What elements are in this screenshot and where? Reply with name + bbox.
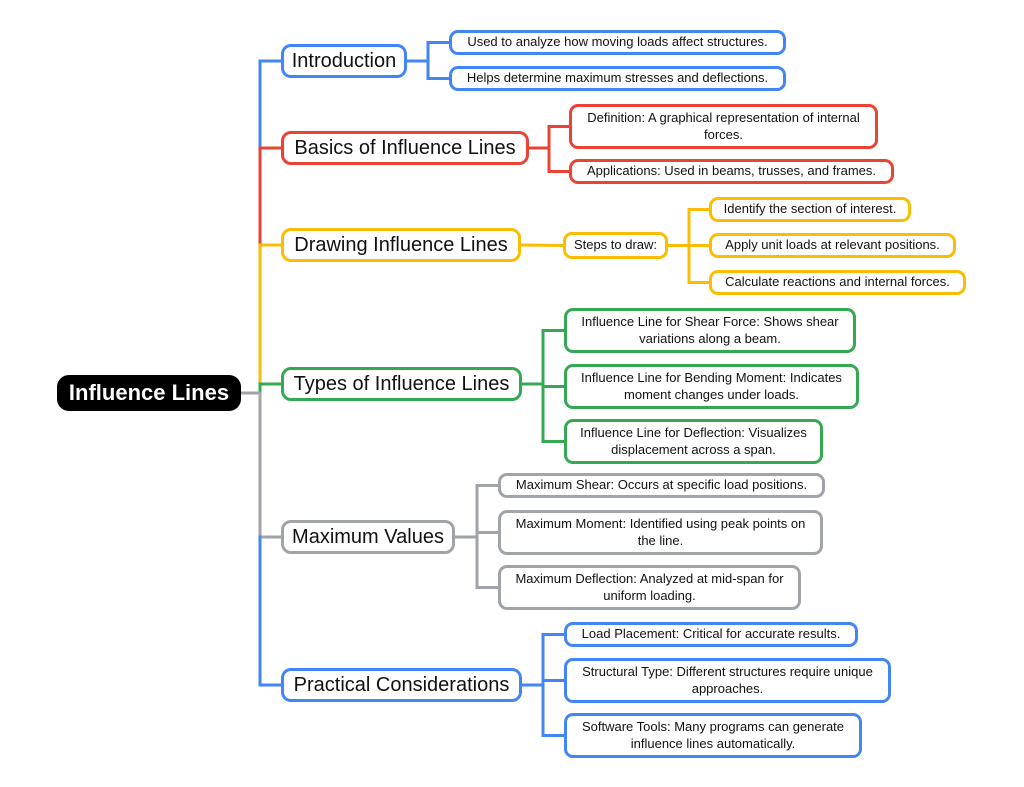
leaf-label: Software Tools: Many programs can genera…: [581, 719, 845, 751]
branch-label: Maximum Values: [292, 525, 444, 548]
branch-label: Basics of Influence Lines: [294, 136, 516, 159]
leaf-node[interactable]: Maximum Moment: Identified using peak po…: [498, 510, 823, 555]
root-label: Influence Lines: [68, 380, 230, 406]
branch-label: Types of Influence Lines: [293, 372, 510, 395]
branch-drawing-influence-lines[interactable]: Drawing Influence Lines: [281, 228, 521, 262]
branch-label: Introduction: [291, 49, 397, 72]
branch-practical-considerations[interactable]: Practical Considerations: [281, 668, 522, 702]
leaf-node[interactable]: Helps determine maximum stresses and def…: [449, 66, 786, 91]
leaf-node[interactable]: Maximum Shear: Occurs at specific load p…: [498, 473, 825, 498]
leaf-label: Calculate reactions and internal forces.: [725, 274, 950, 290]
leaf-node[interactable]: Applications: Used in beams, trusses, an…: [569, 159, 894, 184]
leaf-node[interactable]: Definition: A graphical representation o…: [569, 104, 878, 149]
child-connector: [519, 243, 565, 248]
leaf-node[interactable]: Influence Line for Shear Force: Shows sh…: [564, 308, 856, 353]
leaf-label: Maximum Deflection: Analyzed at mid-span…: [515, 571, 784, 603]
leaf-label: Helps determine maximum stresses and def…: [466, 70, 769, 86]
leaf-label: Structural Type: Different structures re…: [582, 664, 873, 696]
leaf-node[interactable]: Structural Type: Different structures re…: [564, 658, 891, 703]
branch-types-of-influence-lines[interactable]: Types of Influence Lines: [281, 367, 522, 401]
leaf-node[interactable]: Influence Line for Deflection: Visualize…: [564, 419, 823, 464]
leaf-label: Influence Line for Deflection: Visualize…: [580, 425, 807, 457]
branch-label: Drawing Influence Lines: [294, 233, 508, 256]
root-node[interactable]: Influence Lines: [57, 375, 241, 411]
branch-basics-of-influence-lines[interactable]: Basics of Influence Lines: [281, 131, 529, 165]
leaf-node[interactable]: Apply unit loads at relevant positions.: [709, 233, 956, 258]
leaf-label: Maximum Shear: Occurs at specific load p…: [515, 477, 808, 493]
leaf-node[interactable]: Maximum Deflection: Analyzed at mid-span…: [498, 565, 801, 610]
leaf-label: Influence Line for Bending Moment: Indic…: [581, 370, 842, 402]
branch-label: Practical Considerations: [293, 673, 510, 696]
leaf-label: Maximum Moment: Identified using peak po…: [515, 516, 806, 548]
leaf-node[interactable]: Influence Line for Bending Moment: Indic…: [564, 364, 859, 409]
leaf-node[interactable]: Load Placement: Critical for accurate re…: [564, 622, 858, 647]
leaf-label: Load Placement: Critical for accurate re…: [581, 626, 841, 642]
branch-introduction[interactable]: Introduction: [281, 44, 407, 78]
leaf-label: Influence Line for Shear Force: Shows sh…: [581, 314, 839, 346]
branch-maximum-values[interactable]: Maximum Values: [281, 520, 455, 554]
leaf-label: Definition: A graphical representation o…: [587, 110, 860, 142]
leaf-node[interactable]: Software Tools: Many programs can genera…: [564, 713, 862, 758]
leaf-label: Apply unit loads at relevant positions.: [725, 237, 940, 253]
leaf-node[interactable]: Identify the section of interest.: [709, 197, 911, 222]
leaf-node[interactable]: Calculate reactions and internal forces.: [709, 270, 966, 295]
leaf-label: Used to analyze how moving loads affect …: [467, 34, 768, 50]
leaf-label: Applications: Used in beams, trusses, an…: [586, 163, 877, 179]
sub-branch-steps-to-draw[interactable]: Steps to draw:: [563, 232, 668, 259]
leaf-node[interactable]: Used to analyze how moving loads affect …: [449, 30, 786, 55]
leaf-label: Identify the section of interest.: [723, 201, 897, 217]
sub-branch-label: Steps to draw:: [573, 237, 658, 253]
